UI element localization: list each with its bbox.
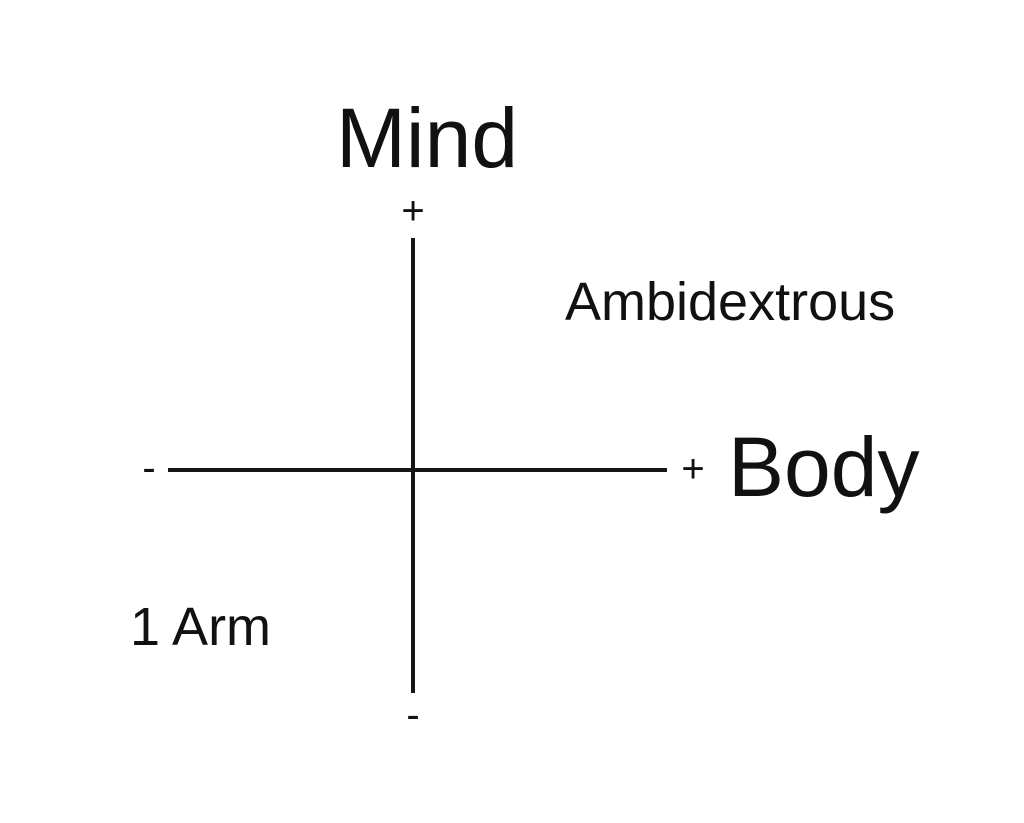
x-axis-line — [168, 468, 667, 472]
quadrant-label-top-right: Ambidextrous — [565, 272, 896, 332]
y-axis-line — [411, 238, 415, 693]
x-axis-positive-sign: + — [681, 447, 705, 491]
quadrant-label-bottom-left: 1 Arm — [130, 597, 272, 657]
x-axis-title: Body — [728, 420, 920, 514]
y-axis-positive-sign: + — [401, 189, 425, 233]
x-axis-negative-sign: - — [142, 446, 156, 490]
y-axis-title: Mind — [335, 91, 519, 185]
y-axis-negative-sign: - — [406, 693, 420, 737]
